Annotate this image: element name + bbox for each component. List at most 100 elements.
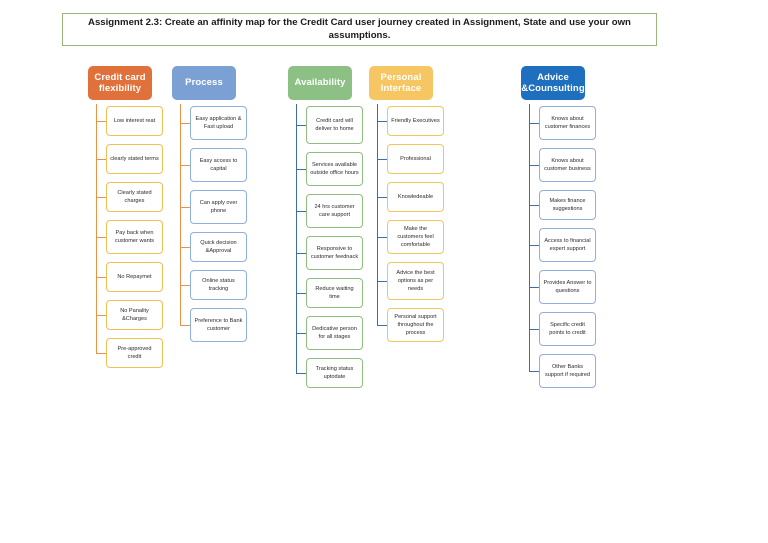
affinity-note[interactable]: Make the customers feel comfortable <box>387 220 444 254</box>
affinity-note[interactable]: Pay back when customer wants <box>106 220 163 254</box>
card-connector-stub <box>529 371 539 373</box>
card-connector-stub <box>296 333 306 335</box>
affinity-note[interactable]: Reduce waiting time <box>306 278 363 308</box>
card-row: Preference to Bank customer <box>172 308 247 342</box>
card-connector-stub <box>296 373 306 375</box>
affinity-note[interactable]: Online status tracking <box>190 270 247 300</box>
card-row: Make the customers feel comfortable <box>369 220 444 254</box>
card-row: Knowledeable <box>369 182 444 212</box>
card-row: Reduce waiting time <box>288 278 363 308</box>
affinity-note[interactable]: Specific credit points to credit <box>539 312 596 346</box>
card-row: Easy access to capital <box>172 148 247 182</box>
card-connector-stub <box>296 125 306 127</box>
card-row: clearly stated terms <box>88 144 163 174</box>
card-row: Dedicative person for all stages <box>288 316 363 350</box>
card-connector-stub <box>296 293 306 295</box>
column-connector-line <box>96 104 98 353</box>
column-header-advice-counsulting[interactable]: Advice &Counsulting <box>521 66 585 100</box>
affinity-note[interactable]: Can apply over phone <box>190 190 247 224</box>
affinity-note[interactable]: Credit card will deliver to home <box>306 106 363 144</box>
affinity-note[interactable]: Friendly Executives <box>387 106 444 136</box>
card-row: No Repaymet <box>88 262 163 292</box>
affinity-note[interactable]: Low interest reat <box>106 106 163 136</box>
affinity-note[interactable]: No Repaymet <box>106 262 163 292</box>
card-row: Low interest reat <box>88 106 163 136</box>
affinity-note[interactable]: Dedicative person for all stages <box>306 316 363 350</box>
card-connector-stub <box>180 165 190 167</box>
affinity-note[interactable]: Tracking status uptodate <box>306 358 363 388</box>
card-row: Clearly stated charges <box>88 182 163 212</box>
affinity-note[interactable]: 24 hrs customer care support <box>306 194 363 228</box>
card-connector-stub <box>180 123 190 125</box>
card-connector-stub <box>96 121 106 123</box>
affinity-note[interactable]: Access to financial expert support <box>539 228 596 262</box>
card-row: Tracking status uptodate <box>288 358 363 388</box>
column-header-availability[interactable]: Availability <box>288 66 352 100</box>
card-row: 24 hrs customer care support <box>288 194 363 228</box>
affinity-note[interactable]: No Panality &Charges <box>106 300 163 330</box>
card-row: Access to financial expert support <box>521 228 596 262</box>
affinity-note[interactable]: Personal support throughout the process <box>387 308 444 342</box>
card-connector-stub <box>377 159 387 161</box>
card-connector-stub <box>96 277 106 279</box>
column-connector-line <box>180 104 182 325</box>
affinity-note[interactable]: Easy application & Fast upload <box>190 106 247 140</box>
affinity-note[interactable]: Knows about customer business <box>539 148 596 182</box>
column-header-process[interactable]: Process <box>172 66 236 100</box>
card-connector-stub <box>529 287 539 289</box>
affinity-note[interactable]: Responsive to customer feednack <box>306 236 363 270</box>
card-row: Quick decision &Approval <box>172 232 247 262</box>
affinity-note[interactable]: clearly stated terms <box>106 144 163 174</box>
card-row: Can apply over phone <box>172 190 247 224</box>
affinity-note[interactable]: Advice the best options as per needs <box>387 262 444 300</box>
affinity-note[interactable]: Makes finance suggestions <box>539 190 596 220</box>
affinity-note[interactable]: Clearly stated charges <box>106 182 163 212</box>
card-connector-stub <box>96 197 106 199</box>
card-connector-stub <box>296 211 306 213</box>
card-connector-stub <box>529 123 539 125</box>
card-row: Responsive to customer feednack <box>288 236 363 270</box>
column-connector-line <box>296 104 298 373</box>
card-row: Credit card will deliver to home <box>288 106 363 144</box>
card-connector-stub <box>96 159 106 161</box>
card-row: Advice the best options as per needs <box>369 262 444 300</box>
affinity-note[interactable]: Professional <box>387 144 444 174</box>
affinity-note[interactable]: Preference to Bank customer <box>190 308 247 342</box>
card-connector-stub <box>377 237 387 239</box>
affinity-note[interactable]: Pre-approved credit <box>106 338 163 368</box>
card-connector-stub <box>180 247 190 249</box>
column-header-personal-interface[interactable]: Personal Interface <box>369 66 433 100</box>
affinity-note[interactable]: Services available outside office hours <box>306 152 363 186</box>
card-row: Provides Answer to questions <box>521 270 596 304</box>
card-connector-stub <box>377 281 387 283</box>
affinity-note[interactable]: Easy access to capital <box>190 148 247 182</box>
affinity-note[interactable]: Other Banks support if required <box>539 354 596 388</box>
affinity-note[interactable]: Provides Answer to questions <box>539 270 596 304</box>
affinity-note[interactable]: Quick decision &Approval <box>190 232 247 262</box>
card-row: Professional <box>369 144 444 174</box>
card-row: Makes finance suggestions <box>521 190 596 220</box>
card-row: Online status tracking <box>172 270 247 300</box>
card-connector-stub <box>96 237 106 239</box>
card-connector-stub <box>180 325 190 327</box>
column-header-credit-card-flexibility[interactable]: Credit card flexibility <box>88 66 152 100</box>
card-row: Easy application & Fast upload <box>172 106 247 140</box>
page-title: Assignment 2.3: Create an affinity map f… <box>88 16 631 41</box>
card-row: Pay back when customer wants <box>88 220 163 254</box>
card-connector-stub <box>96 315 106 317</box>
affinity-note[interactable]: Knowledeable <box>387 182 444 212</box>
affinity-note[interactable]: Knows about customer finances <box>539 106 596 140</box>
card-row: Pre-approved credit <box>88 338 163 368</box>
card-row: No Panality &Charges <box>88 300 163 330</box>
card-connector-stub <box>377 325 387 327</box>
card-row: Specific credit points to credit <box>521 312 596 346</box>
